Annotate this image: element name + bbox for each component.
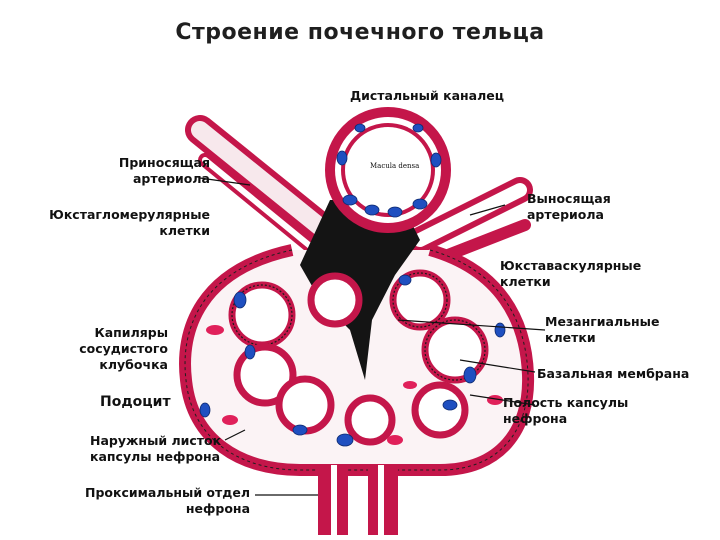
distal-tubule-ring (325, 107, 451, 233)
label-mesangial-line-1: Мезангиальные (545, 314, 660, 329)
label-outer-layer-line-1: Наружный листок (90, 433, 222, 448)
label-basal-membrane: Базальная мембрана (537, 366, 690, 381)
label-capsule-cavity-line-1: Полость капсулы (503, 395, 629, 410)
label-outer-layer-line-2: капсулы нефрона (90, 449, 221, 464)
label-proximal-line-2: нефрона (185, 501, 250, 516)
label-juxtavascular-line-2: клетки (500, 274, 551, 289)
label-efferent-line-2: артериола (527, 207, 604, 222)
label-efferent-line-1: Выносящая (527, 191, 611, 206)
afferent-arteriole (185, 115, 345, 257)
label-capillaries-line-1: Капиляры (94, 325, 168, 340)
label-afferent-line-1: Приносящая (118, 155, 210, 170)
label-capsule-cavity-line-2: нефрона (503, 411, 568, 426)
label-proximal-line-1: Проксимальный отдел (85, 485, 250, 500)
label-juxtavascular-cells: Юкставаскулярные клетки (500, 258, 641, 290)
page-title: Строение почечного тельца (175, 20, 545, 45)
cell-nuclei (199, 274, 506, 447)
label-mesangial-cells: Мезангиальные клетки (545, 314, 659, 346)
label-capillaries-line-3: клубочка (99, 357, 168, 372)
label-juxtaglomerular-line-1: Юкстагломерулярные (49, 207, 210, 222)
label-podocyte: Подоцит (100, 394, 171, 410)
label-efferent-arteriole: Выносящая артериола (527, 191, 611, 223)
proximal-tubule (318, 465, 398, 535)
label-juxtaglomerular-cells: Юкстагломерулярные клетки (25, 207, 210, 239)
label-mesangial-line-2: клетки (545, 330, 596, 345)
capsule-cells (206, 325, 503, 445)
label-outer-capsule-layer: Наружный листок капсулы нефрона (90, 433, 221, 465)
label-afferent-arteriole: Приносящая артериола (90, 155, 210, 187)
label-proximal-tubule: Проксимальный отдел нефрона (60, 485, 250, 517)
label-juxtavascular-line-1: Юкставаскулярные (500, 258, 642, 273)
label-capsule-cavity: Полость капсулы нефрона (503, 395, 628, 427)
capillary-loops (228, 269, 489, 446)
label-afferent-line-2: артериола (133, 171, 210, 186)
label-capillaries-line-2: сосудистого (79, 341, 168, 356)
label-juxtaglomerular-line-2: клетки (159, 223, 210, 238)
label-glomerular-capillaries: Капиляры сосудистого клубочка (40, 325, 168, 373)
label-distal-tubule: Дистальный каналец (350, 88, 504, 103)
macula-densa-label: Macula densa (370, 162, 419, 170)
leader-lines (199, 177, 546, 496)
